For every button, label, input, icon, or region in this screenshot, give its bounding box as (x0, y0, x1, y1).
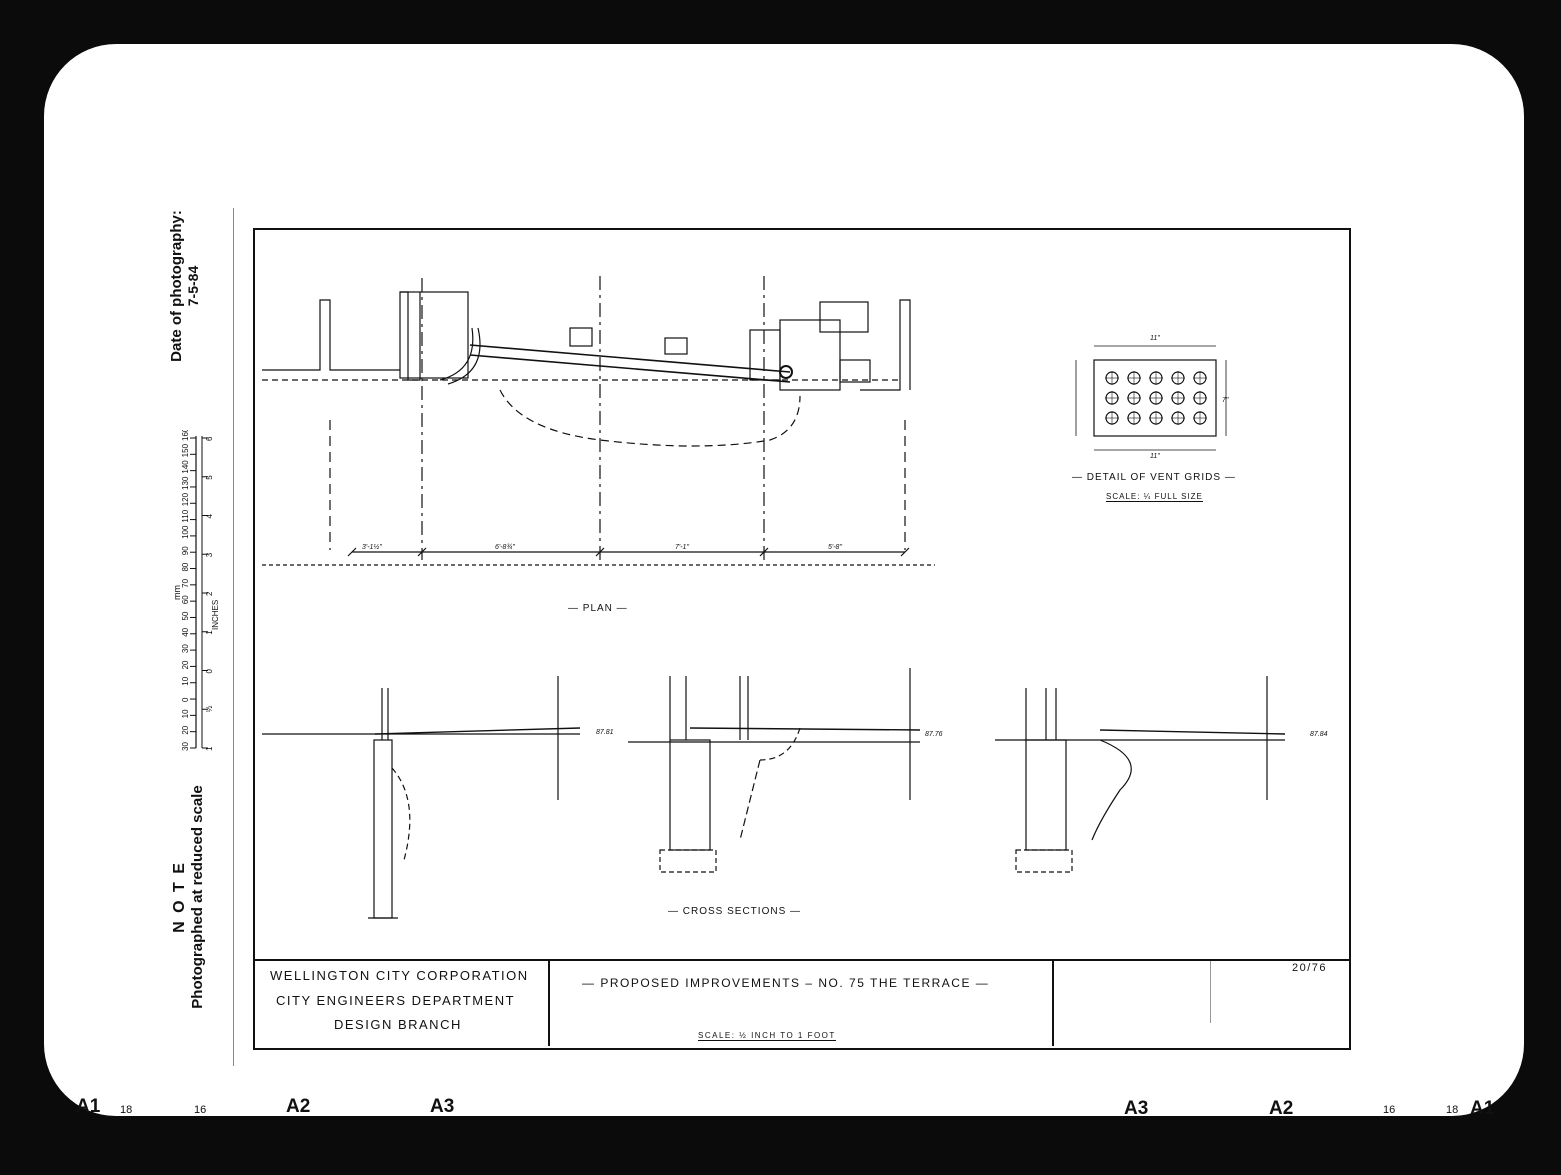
plan-dimension-3: 7'-1" (675, 544, 689, 551)
ruler-inch-tick: ½ (205, 705, 214, 712)
vent-detail-scale: SCALE: ¼ FULL SIZE (1106, 492, 1203, 502)
plan-dimension-tick (595, 547, 605, 557)
ruler-mm-tick: 90 (181, 546, 190, 555)
edge-marker-16-right: 16 (1383, 1104, 1396, 1116)
edge-marker-18-right: 18 (1446, 1104, 1459, 1116)
edge-marker-a1-right: A1 (1470, 1098, 1495, 1119)
plan-dimension-tick (759, 547, 769, 557)
ruler-inch-tick: 6 (205, 436, 214, 441)
org-line-1: WELLINGTON CITY CORPORATION (270, 968, 529, 983)
plan-title: — PLAN — (568, 603, 628, 614)
ruler-inch-tick: 4 (205, 514, 214, 519)
ruler-inch-tick: 3 (205, 552, 214, 557)
edge-marker-a2-right: A2 (1269, 1098, 1294, 1119)
edge-marker-a1-left: A1 (76, 1096, 101, 1117)
ruler-mm-tick: 10 (181, 676, 190, 685)
drawing-scale: SCALE: ½ INCH TO 1 FOOT (698, 1031, 836, 1041)
drawing-border (253, 228, 1351, 1050)
edge-marker-18-left: 18 (120, 1104, 133, 1116)
section-level-3: 87.84 (1310, 731, 1328, 738)
vent-detail-title: — DETAIL OF VENT GRIDS — (1072, 472, 1236, 483)
edge-marker-a3-right: A3 (1124, 1098, 1149, 1119)
ruler-mm-tick: 110 (181, 509, 190, 522)
drawing-paper (233, 208, 1369, 1066)
drawing-number-box (1210, 961, 1211, 1023)
plan-dimension-4: 5'-8" (828, 544, 842, 551)
edge-marker-16-left: 16 (194, 1104, 207, 1116)
project-title: — PROPOSED IMPROVEMENTS – NO. 75 THE TER… (582, 976, 990, 990)
ruler-mm-tick: 0 (181, 697, 190, 702)
drawing-number: 20/76 (1292, 962, 1328, 974)
ruler-mm-tick: 130 (181, 476, 190, 490)
section-level-2: 87.76 (925, 731, 943, 738)
vent-dimension-side: 7" (1222, 397, 1229, 404)
ruler-mm-tick: 60 (181, 595, 190, 604)
ruler-mm-tick: 70 (181, 578, 190, 587)
ruler-mm-tick: 40 (181, 627, 190, 636)
ruler-inch-tick: 1 (205, 630, 214, 635)
title-block-divider-2 (1052, 961, 1054, 1046)
vent-grid-detail (1075, 345, 1227, 451)
ruler-inch-tick: 1 (205, 746, 214, 751)
title-block-divider-1 (548, 961, 550, 1046)
ruler-mm-tick: 30 (181, 644, 190, 653)
ruler-mm-tick: 10 (181, 709, 190, 718)
plan-view (262, 276, 935, 566)
plan-dimension-tick (900, 547, 910, 557)
cross-sections-title: — CROSS SECTIONS — (668, 906, 802, 917)
edge-marker-a2-left: A2 (286, 1096, 311, 1117)
ruler-inch-tick: 5 (205, 475, 214, 480)
ruler-inch-tick: 0 (205, 669, 214, 674)
ruler-mm-tick: 20 (181, 660, 190, 669)
title-block-top-rule (253, 959, 1349, 961)
scale-ruler: mm INCHES 302010010203040506070809010011… (172, 430, 220, 751)
ruler-inches-label: INCHES (211, 600, 220, 630)
org-line-3: DESIGN BRANCH (334, 1017, 462, 1032)
cross-sections (262, 668, 1286, 919)
vent-dimension-top: 11" (1150, 335, 1160, 342)
plan-dimension-tick (347, 547, 357, 557)
ruler-mm-tick: 80 (181, 562, 190, 571)
ruler-mm-tick: 50 (181, 611, 190, 620)
ruler-mm-tick: 150 (181, 443, 190, 457)
plan-dimension-tick (417, 547, 427, 557)
ruler-inch-tick: 2 (205, 591, 214, 596)
drawing-sheet-frame (44, 44, 1524, 1116)
plan-dimension-2: 6'-8¾" (495, 544, 515, 551)
ruler-mm-tick: 160 (181, 430, 190, 441)
ruler-mm-tick: 140 (181, 460, 190, 474)
ruler-mm-label: mm (172, 585, 182, 600)
ruler-mm-tick: 20 (181, 725, 190, 734)
vent-dimension-bottom: 11" (1150, 453, 1160, 460)
section-level-1: 87.81 (596, 729, 614, 736)
ruler-mm-tick: 100 (181, 525, 190, 539)
ruler-mm-tick: 120 (181, 492, 190, 506)
plan-dimension-1: 3'-1½" (362, 543, 382, 551)
ruler-mm-tick: 30 (181, 742, 190, 751)
edge-marker-a3-left: A3 (430, 1096, 455, 1117)
org-line-2: CITY ENGINEERS DEPARTMENT (276, 993, 516, 1008)
